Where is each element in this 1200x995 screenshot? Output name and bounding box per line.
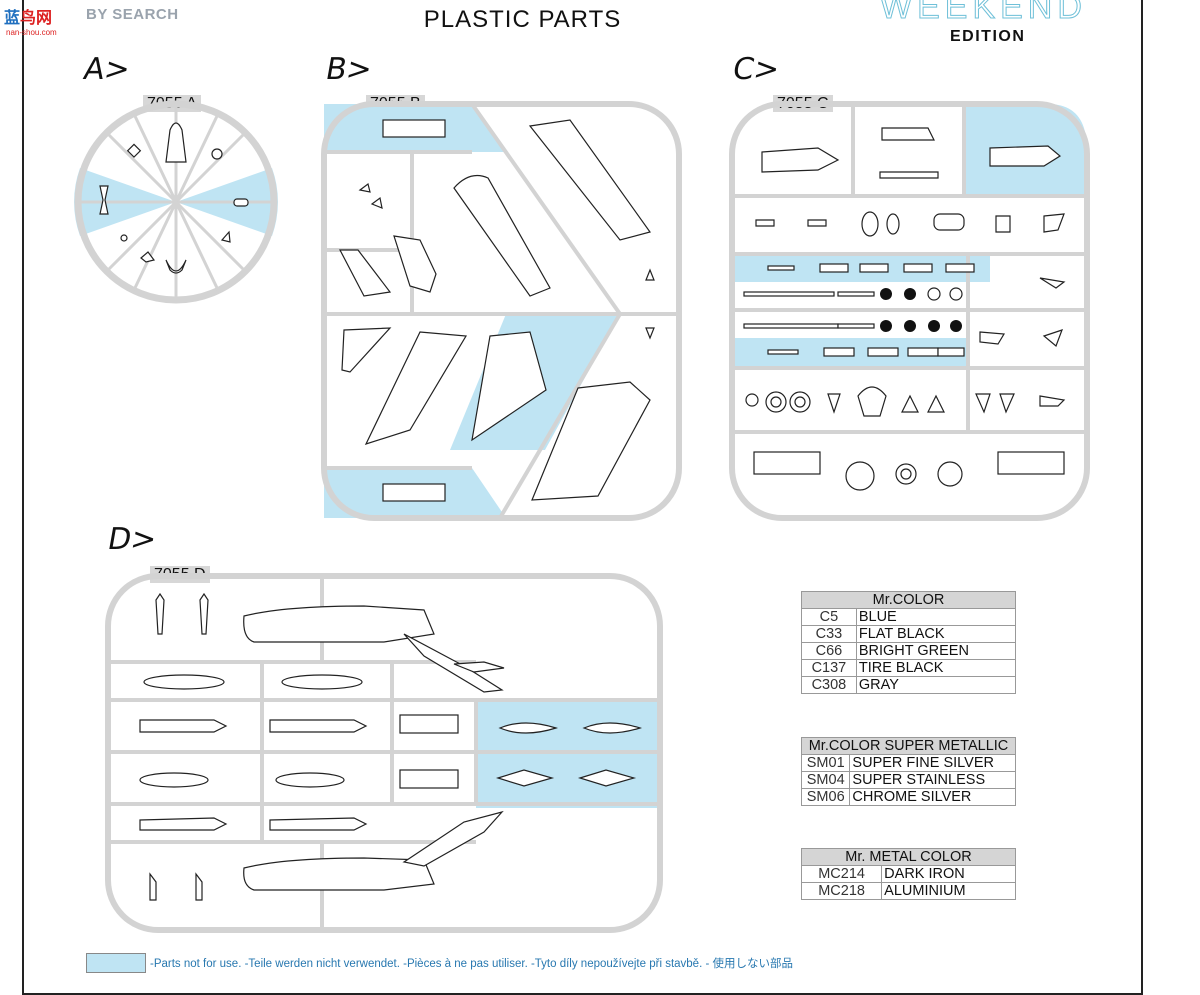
page-frame-right xyxy=(1141,0,1143,995)
page-frame-left xyxy=(22,0,24,995)
section-letter-b: B> xyxy=(322,52,375,87)
sprue-c xyxy=(729,101,1090,521)
table-title: Mr.COLOR xyxy=(801,591,1016,609)
brand-edition: EDITION xyxy=(950,28,1026,45)
legend-text: -Parts not for use. -Teile werden nicht … xyxy=(150,958,793,970)
brand-weekend: WEEKEND xyxy=(880,0,1087,27)
sprue-b xyxy=(321,101,682,521)
watermark-logo: 蓝鸟网 xyxy=(4,10,53,27)
page-title: PLASTIC PARTS xyxy=(423,6,622,33)
sprue-d xyxy=(105,573,663,933)
table-title: Mr.COLOR SUPER METALLIC xyxy=(801,737,1016,755)
sprue-a xyxy=(74,100,278,304)
watermark-url: nan-shou.com xyxy=(6,28,57,37)
watermark-search: BY SEARCH xyxy=(86,6,179,23)
page-frame-bottom xyxy=(22,993,1143,995)
section-letter-a: A> xyxy=(80,52,133,87)
table-title: Mr. METAL COLOR xyxy=(801,848,1016,866)
section-letter-c: C> xyxy=(729,52,783,87)
legend-swatch xyxy=(86,953,146,973)
section-letter-d: D> xyxy=(104,522,160,557)
